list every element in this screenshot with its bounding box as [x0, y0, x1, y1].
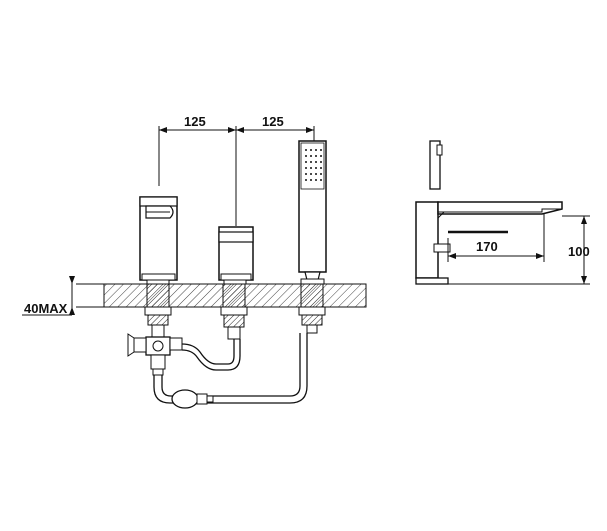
front-view: 40MAX 125 125 — [22, 114, 367, 409]
shower-nozzles — [305, 149, 322, 181]
spout-body — [139, 196, 178, 285]
hand-shower — [298, 140, 327, 285]
side-view: 170 100 — [415, 140, 590, 285]
deck-thickness-dimension: 40MAX — [22, 276, 104, 316]
spacing-right-label: 125 — [262, 114, 284, 129]
reach-label: 170 — [476, 239, 498, 254]
deck-section — [103, 283, 367, 308]
spacing-left-label: 125 — [184, 114, 206, 129]
height-label: 100 — [568, 244, 590, 259]
mixer-body — [218, 226, 254, 285]
reach-dimension: 170 — [447, 214, 545, 262]
height-dimension: 100 — [448, 215, 590, 285]
deck-thickness-label: 40MAX — [24, 301, 68, 316]
under-deck-fittings — [127, 306, 326, 409]
spacing-dimension: 125 125 — [158, 114, 315, 226]
